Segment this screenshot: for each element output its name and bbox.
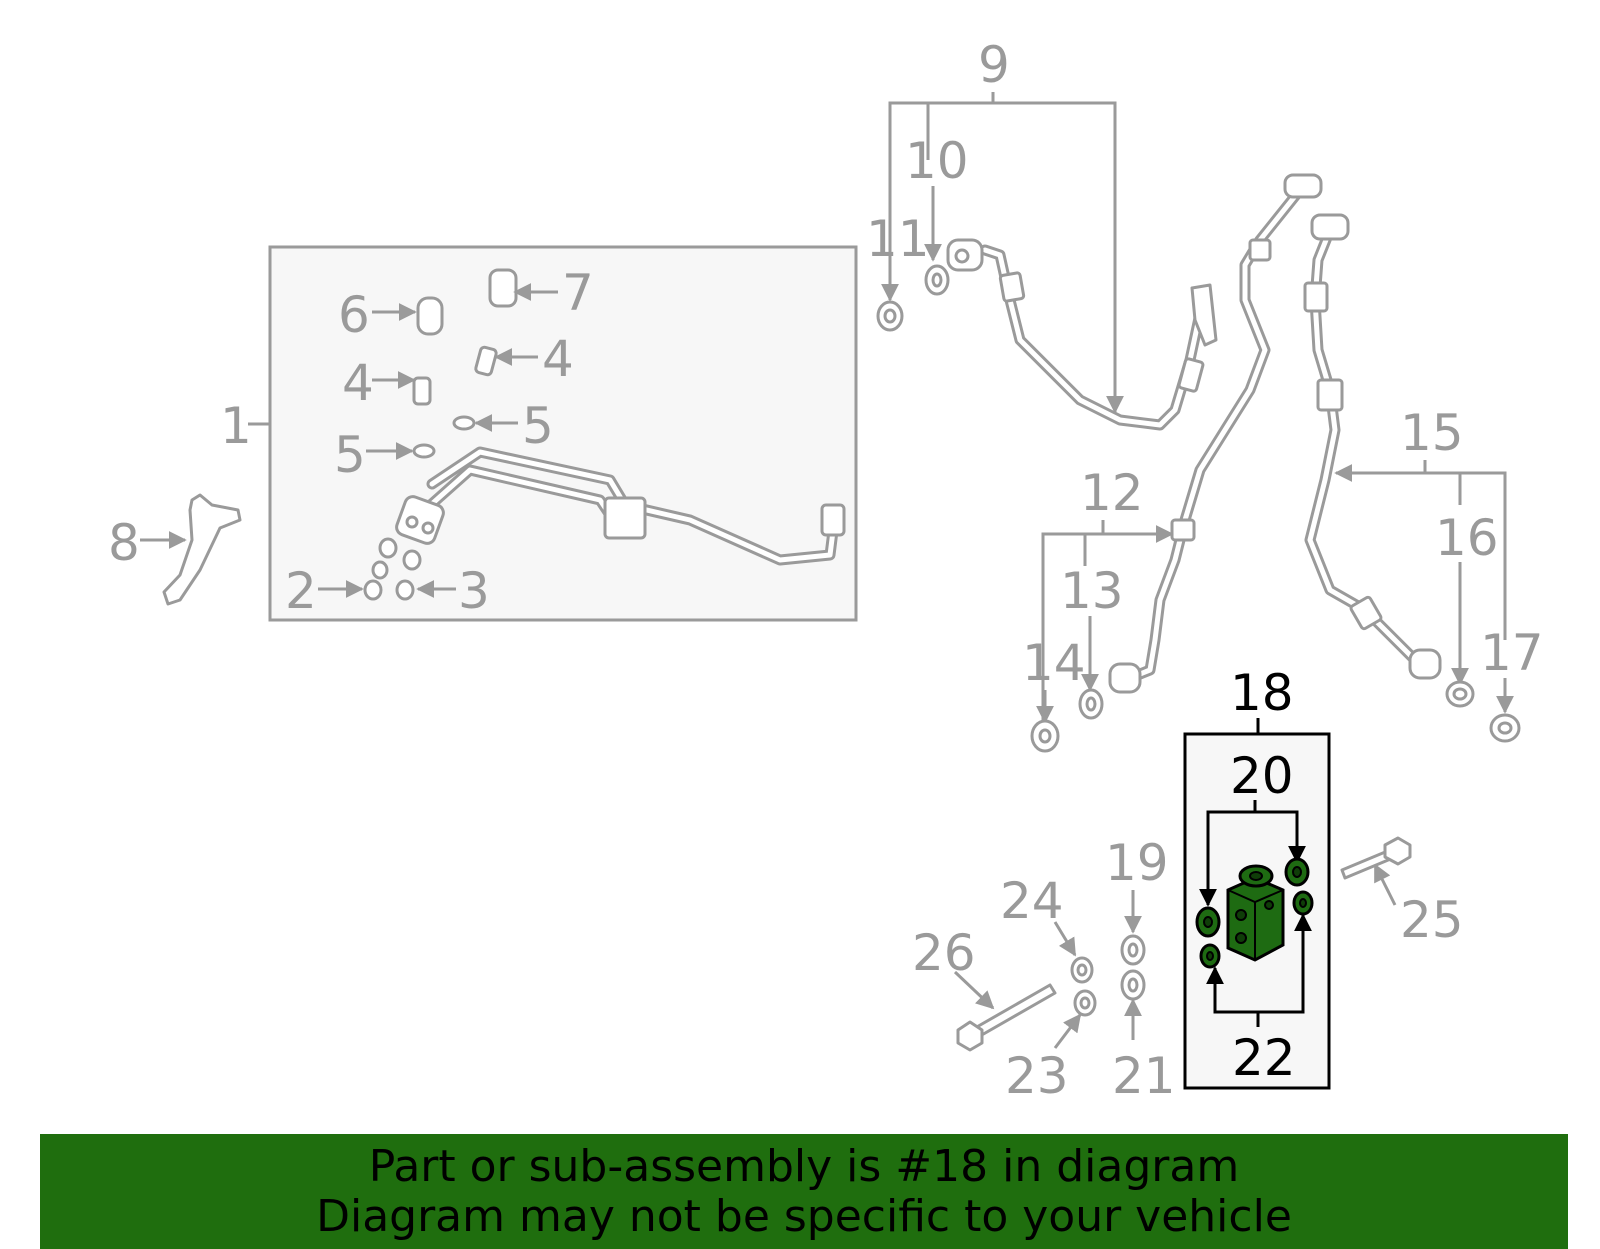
callout-16: 16	[1435, 509, 1499, 567]
callout-13: 13	[1060, 562, 1124, 620]
callout-19: 19	[1105, 834, 1169, 892]
callout-4a: 4	[342, 354, 374, 412]
banner-line-1: Part or sub-assembly is #18 in diagram	[368, 1141, 1240, 1192]
callout-8: 8	[108, 514, 140, 572]
callout-1: 1	[220, 397, 252, 455]
seals-20	[1195, 857, 1310, 938]
oring-16	[1445, 680, 1475, 708]
callout-6: 6	[338, 286, 370, 344]
callout-9: 9	[978, 36, 1010, 94]
callout-17: 17	[1480, 624, 1544, 682]
callout-4b: 4	[542, 330, 574, 388]
callout-15: 15	[1400, 404, 1464, 462]
oring-21	[1120, 969, 1146, 1001]
seals-22	[1199, 890, 1314, 969]
valve-core-4b	[474, 345, 498, 377]
washer-24	[1070, 956, 1094, 984]
bracket-8	[162, 493, 242, 606]
oring-17	[1489, 713, 1521, 743]
bolt-25	[1340, 836, 1412, 880]
cap-6	[416, 296, 444, 336]
callout-2: 2	[285, 562, 317, 620]
hose-15	[1303, 213, 1442, 680]
hose-12	[1108, 173, 1323, 694]
bolt-26	[956, 983, 1057, 1052]
oring-10	[924, 264, 950, 296]
assembly-box-1	[268, 245, 858, 622]
callout-24: 24	[1000, 872, 1064, 930]
callout-5b: 5	[334, 426, 366, 484]
callout-25: 25	[1400, 891, 1464, 949]
orings-box-1	[363, 415, 476, 601]
callout-10: 10	[905, 132, 969, 190]
callout-23: 23	[1005, 1047, 1069, 1105]
oring-11	[876, 300, 904, 332]
oring-14	[1030, 719, 1060, 753]
callout-3: 3	[458, 562, 490, 620]
cap-7	[488, 268, 518, 308]
callout-7: 7	[562, 264, 594, 322]
callout-18: 18	[1230, 664, 1294, 722]
banner-line-2: Diagram may not be specific to your vehi…	[316, 1191, 1292, 1242]
oring-13	[1078, 688, 1104, 720]
washer-23	[1073, 989, 1097, 1017]
callout-21: 21	[1112, 1047, 1176, 1105]
callout-20: 20	[1230, 747, 1294, 805]
hose-assembly-1	[395, 446, 846, 566]
callout-11: 11	[866, 210, 930, 268]
expansion-valve-18	[1226, 864, 1285, 962]
oring-19	[1120, 934, 1146, 966]
callout-26: 26	[912, 924, 976, 982]
callout-12: 12	[1080, 464, 1144, 522]
info-banner: Part or sub-assembly is #18 in diagram D…	[40, 1134, 1568, 1249]
callout-22: 22	[1232, 1029, 1296, 1087]
hose-9	[946, 238, 1218, 431]
valve-core-4a	[412, 376, 432, 406]
callout-14: 14	[1022, 634, 1086, 692]
callout-5a: 5	[522, 397, 554, 455]
